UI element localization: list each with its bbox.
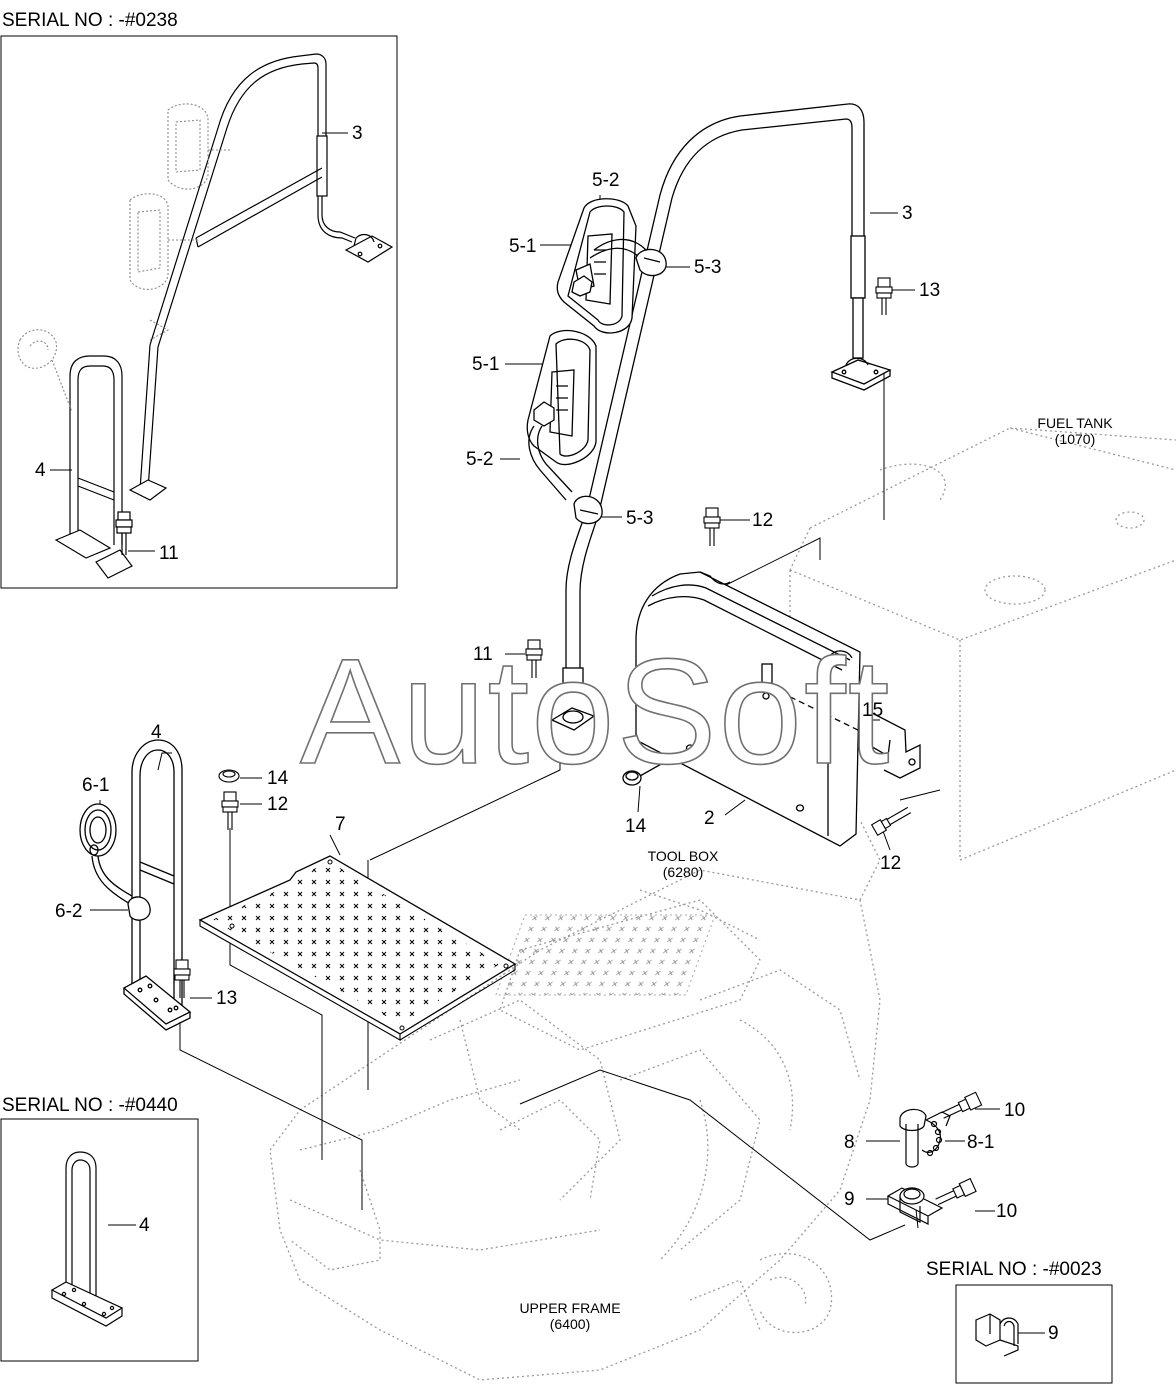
upper-mirror xyxy=(556,198,667,334)
fuel-tank-name: FUEL TANK xyxy=(1037,415,1113,431)
part-label-6-2: 6-2 xyxy=(55,901,83,922)
fasteners xyxy=(173,277,983,1206)
part-label-4-main: 4 xyxy=(151,722,162,743)
part-label-14-toolbox: 14 xyxy=(625,816,647,837)
inset-0238-ghost-mirrors xyxy=(17,103,230,413)
part-label-10-upper: 10 xyxy=(1004,1100,1026,1121)
part-label-11-main: 11 xyxy=(473,644,493,665)
part-label-14-left: 14 xyxy=(267,768,289,789)
inset-frame-0023 xyxy=(955,1284,1113,1384)
serial-title-0023: SERIAL NO : -#0023 xyxy=(926,1259,1102,1280)
part-label-4-inset: 4 xyxy=(35,460,46,481)
upper-frame-code: (6400) xyxy=(549,1316,591,1333)
upper-frame-name: UPPER FRAME xyxy=(519,1300,621,1316)
part-label-7: 7 xyxy=(335,814,346,835)
ghost-floor-plate xyxy=(495,914,716,996)
part-label-2: 2 xyxy=(704,808,715,829)
part-label-4-inset-0440: 4 xyxy=(139,1215,150,1236)
tool-box-caption: TOOL BOX (6280) xyxy=(628,848,738,880)
hand-rail-main xyxy=(79,739,192,1031)
part-label-9-inset-0023: 9 xyxy=(1048,1323,1059,1344)
floor-plate xyxy=(198,855,517,1041)
upper-frame-caption: UPPER FRAME (6400) xyxy=(500,1300,640,1332)
fuel-tank-caption: FUEL TANK (1070) xyxy=(1020,415,1130,447)
part-label-5-2-upper: 5-2 xyxy=(592,170,620,191)
lock-pin-assembly xyxy=(886,1108,951,1225)
inset-0238-drawing xyxy=(54,53,394,579)
part-label-3-main: 3 xyxy=(902,203,913,224)
upper-frame-ghost xyxy=(269,819,881,1381)
part-label-15: 15 xyxy=(862,700,884,721)
serial-title-0440: SERIAL NO : -#0440 xyxy=(2,1095,178,1116)
inset-frame-0440 xyxy=(0,1118,199,1362)
part-label-13-upper: 13 xyxy=(919,280,941,301)
tool-box-code: (6280) xyxy=(662,864,704,881)
part-label-5-2-lower: 5-2 xyxy=(466,449,494,470)
part-label-5-3-lower: 5-3 xyxy=(626,508,654,529)
part-label-9: 9 xyxy=(844,1189,855,1210)
part-label-12-top: 12 xyxy=(752,510,774,531)
tool-box xyxy=(622,571,921,847)
part-label-10-lower: 10 xyxy=(996,1201,1018,1222)
inset-0440-drawing xyxy=(50,1151,124,1327)
lower-mirror xyxy=(526,329,603,525)
inset-frame-0238 xyxy=(0,35,398,589)
mirror-stay-main xyxy=(550,103,892,731)
inset-0023-drawing xyxy=(975,1313,1019,1357)
part-label-11-inset: 11 xyxy=(159,543,179,564)
part-label-6-1: 6-1 xyxy=(82,775,110,796)
fuel-tank-code: (1070) xyxy=(1054,431,1096,448)
part-label-8-1: 8-1 xyxy=(967,1132,995,1153)
part-label-5-1-lower: 5-1 xyxy=(472,354,500,375)
serial-title-0238: SERIAL NO : -#0238 xyxy=(2,10,178,31)
watermark: AutoSoft xyxy=(299,626,892,796)
part-label-12-left: 12 xyxy=(267,794,289,815)
tool-box-name: TOOL BOX xyxy=(647,848,719,864)
part-label-8: 8 xyxy=(844,1132,855,1153)
part-label-5-3-upper: 5-3 xyxy=(694,257,722,278)
part-label-13-left: 13 xyxy=(216,988,238,1009)
part-label-12-right: 12 xyxy=(880,853,902,874)
part-label-5-1-upper: 5-1 xyxy=(509,236,537,257)
part-label-3-inset: 3 xyxy=(352,123,363,144)
